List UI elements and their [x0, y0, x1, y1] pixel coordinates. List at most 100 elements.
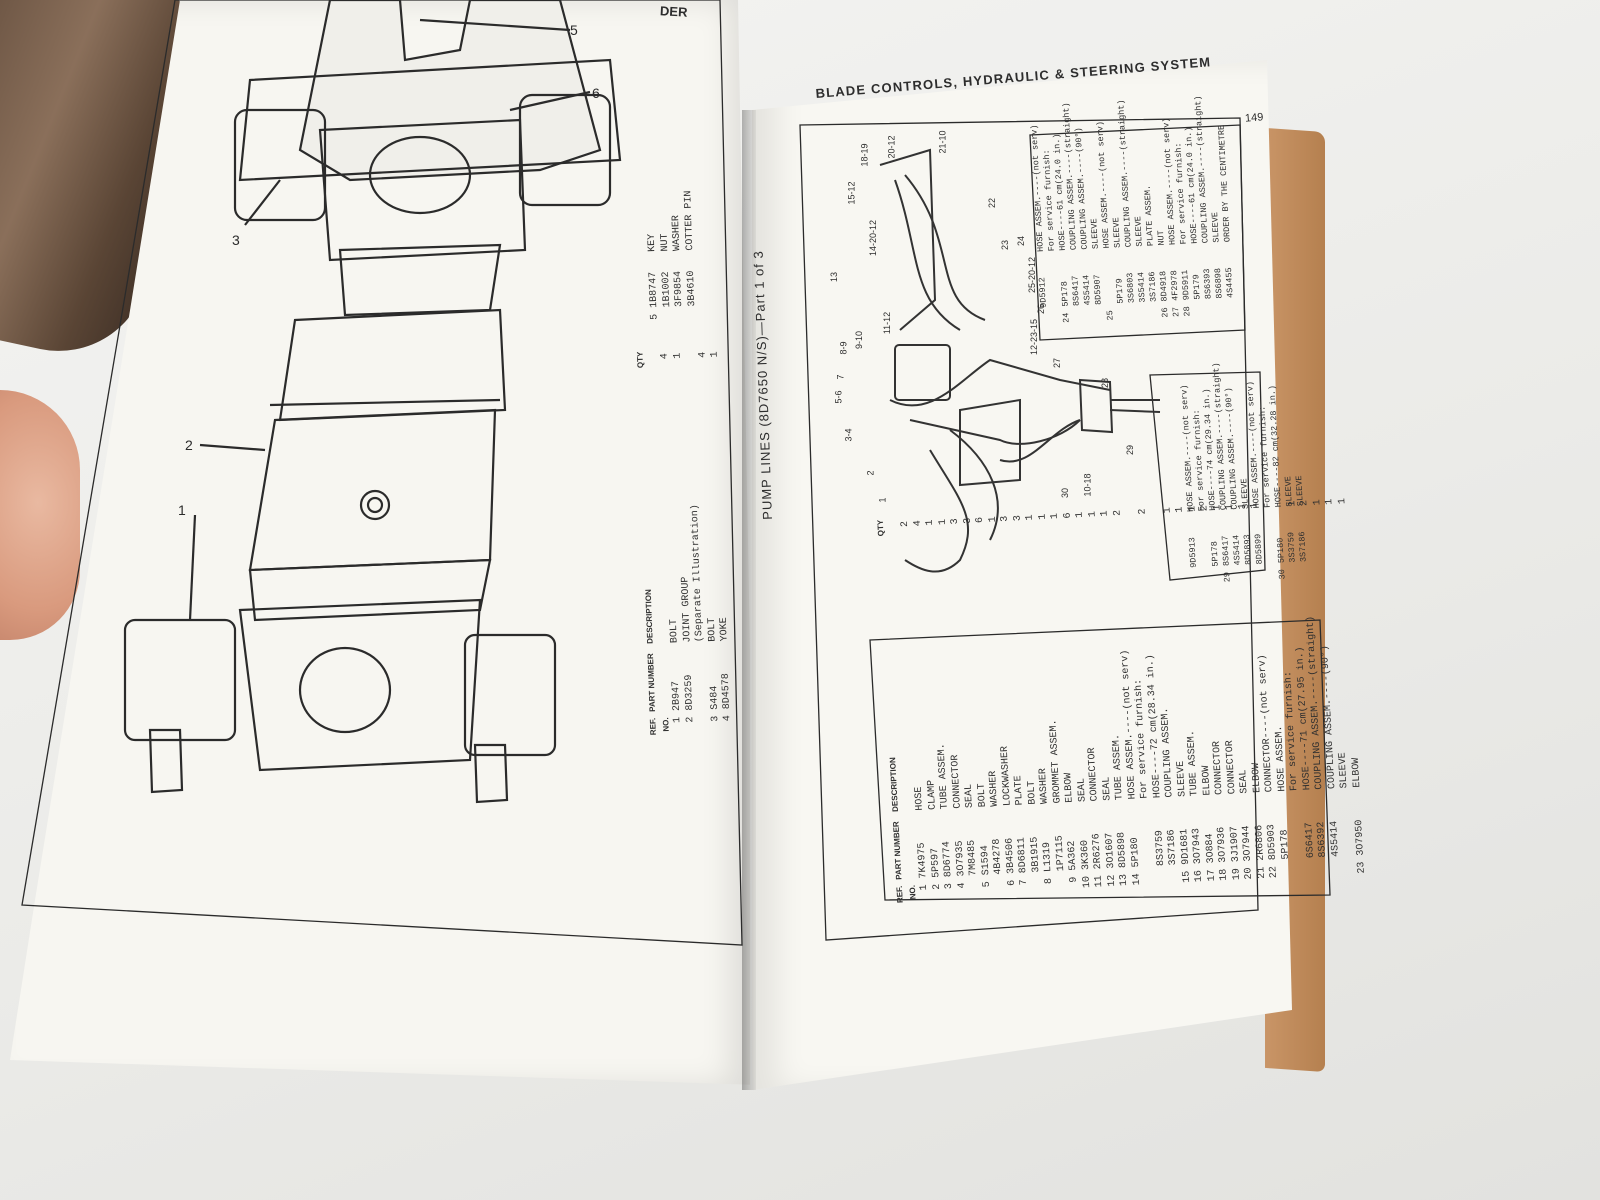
cell-ref: [662, 313, 675, 329]
cell-qty: 1: [1037, 513, 1049, 521]
cell-qty: 1: [1049, 512, 1061, 520]
cell-ref: [969, 881, 983, 904]
cell-qty: 3: [1012, 514, 1024, 522]
cell-qty: 1: [1324, 498, 1336, 505]
cell-ref: [1031, 878, 1045, 901]
cell-ref: 8: [1043, 877, 1055, 885]
cell-ref: [1189, 573, 1201, 590]
left-page-header-fragment: DER: [659, 3, 688, 20]
cell-ref: 26: [1159, 307, 1171, 318]
diagram-callout: 15-12: [846, 181, 857, 205]
cell-qty: 1: [1161, 506, 1174, 514]
diagram-callout: 18-19: [859, 143, 870, 167]
col-qty: QTY: [875, 519, 886, 537]
diagram-callout: 24: [1016, 235, 1027, 247]
cell-ref: [1204, 305, 1216, 322]
diagram-callout: 2: [865, 470, 876, 476]
cell-ref: [1215, 304, 1227, 321]
diagram-callout: 9-10: [854, 330, 865, 350]
diagram-callout: 25-20-12: [1027, 256, 1038, 294]
cell-ref: 27: [1170, 306, 1182, 318]
diagram-callout: 3-4: [843, 428, 854, 442]
cell-ref: [1211, 572, 1223, 589]
diagram-callout: 12-23-15: [1029, 318, 1040, 356]
diagram-callout: 30: [1060, 487, 1071, 499]
cell-qty: 1: [672, 352, 684, 359]
cell-qty: 1: [1024, 514, 1036, 521]
cell-ref: 16: [1193, 869, 1206, 883]
book-gutter: [742, 110, 756, 1090]
diagram-callout: 11-12: [882, 311, 893, 335]
col-part: PART NUMBER: [891, 821, 904, 880]
cell-qty: 1: [924, 519, 937, 526]
cell-qty: 1: [1336, 497, 1348, 505]
cell-ref: 18: [1218, 868, 1231, 882]
cell-qty: 4: [659, 352, 671, 360]
cell-ref: 7: [1018, 878, 1030, 886]
cell-ref: [1138, 308, 1150, 325]
cell-ref: [1299, 568, 1311, 585]
cell-ref: [994, 880, 1008, 903]
cell-pn: 3B4610: [685, 270, 698, 307]
cell-ref: [1343, 862, 1357, 885]
cell-qty: 1: [937, 518, 949, 526]
diagram-callout: 27: [1052, 357, 1063, 369]
diagram-callout: 13: [829, 271, 840, 283]
cell-ref: 5: [981, 880, 993, 888]
cell-ref: 3: [709, 715, 721, 722]
cell-ref: 6: [1006, 879, 1018, 887]
cell-qty: 2: [1136, 508, 1149, 515]
cell-qty: 2: [1111, 509, 1124, 517]
col-ref: REF. NO.: [894, 884, 918, 904]
diagram-callout: 7: [835, 374, 846, 380]
cell-ref: [1127, 309, 1139, 326]
cell-qty: 1: [1087, 510, 1099, 518]
cell-ref: [1050, 313, 1062, 330]
cell-ref: 4: [722, 715, 734, 722]
cell-ref: [687, 312, 700, 328]
diagram-callout: 21-10: [937, 130, 948, 154]
diagram-callout: 14-20-12: [868, 219, 879, 257]
cell-ref: 2: [931, 883, 943, 891]
diagram-callout: 28: [1100, 377, 1111, 389]
cell-qty: 6: [1062, 512, 1074, 519]
page-number: 149: [1244, 111, 1264, 125]
cell-ref: 13: [1118, 873, 1131, 887]
cell-ref: [1266, 569, 1278, 586]
cell-ref: [1056, 877, 1070, 900]
diagram-callout: 10-18: [1082, 473, 1093, 497]
cell-qty: 3: [949, 518, 961, 525]
cell-qty: 1: [1074, 511, 1086, 519]
cell-ref: 9: [1068, 876, 1080, 883]
cell-qty: 2: [899, 520, 912, 528]
left-col-qty: QTY: [635, 351, 646, 369]
cell-ref: 12: [1106, 874, 1118, 887]
cell-ref: [1226, 304, 1238, 321]
cell-ref: 22: [1268, 865, 1280, 879]
cell-qty: [1149, 507, 1162, 522]
cell-ref: 11: [1093, 874, 1106, 888]
cell-ref: 1: [672, 716, 684, 724]
cell-ref: 1: [918, 884, 931, 891]
diagram-callout: 26: [1036, 303, 1047, 315]
cell-qty: 1: [1099, 510, 1111, 517]
cell-ref: 4: [956, 882, 968, 889]
cell-qty: 1: [1311, 499, 1323, 506]
diagram-callout: 1: [877, 497, 888, 503]
cell-ref: 14: [1131, 873, 1143, 886]
left-callout-5: 5: [570, 22, 578, 38]
cell-qty: 3: [999, 515, 1011, 522]
cell-ref: 5: [649, 313, 661, 321]
cell-ref: [1318, 863, 1332, 886]
thumb: [0, 390, 80, 640]
cell-ref: [1144, 872, 1158, 895]
cell-qty: [684, 352, 697, 366]
diagram-callout: 20-12: [886, 135, 897, 159]
diagram-callout: 5-6: [833, 390, 844, 404]
cell-qty: 4: [912, 519, 924, 527]
